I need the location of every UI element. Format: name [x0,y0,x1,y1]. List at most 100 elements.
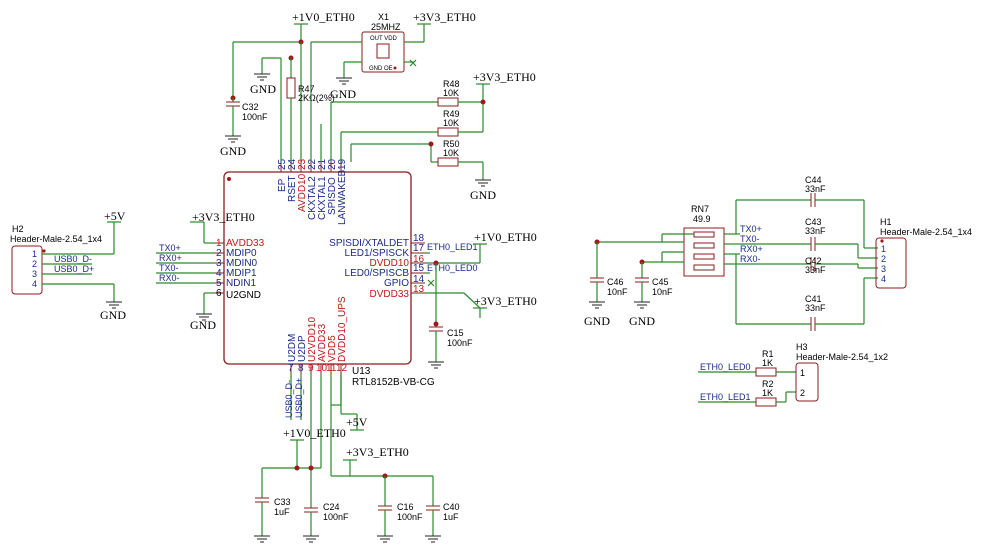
pin-name-led0: LED0/SPISCB [345,268,410,279]
pin-num-24: 24 [287,158,298,170]
c43-value: 33nF [805,226,826,236]
no-connect-gpio [427,279,435,287]
pin-name-dvdd10-ups: DVDD10_UPS [337,296,348,362]
pin-name-ndin1: NDIN1 [226,278,256,289]
header-h2[interactable]: H2 Header-Male-2.54_1x4 1 2 3 4 USB0_D- … [10,209,126,322]
net-led0-h3: ETH0_LED0 [700,362,751,372]
header-h1[interactable]: H1 Header-Male-2.54_1x4 1 2 3 4 [875,217,972,289]
pin-num-10: 10 [316,363,328,374]
pin-name-ckxtal1: CKXTAL1 [317,176,328,220]
net-rx-n-left: RX0- [159,273,180,283]
pin-num-2: 2 [216,248,222,259]
pin-num-12: 12 [336,363,348,374]
h2-pin-4: 4 [32,279,37,289]
h3-ref: H3 [796,342,808,352]
ic-part: RTL8152B-VB-CG [352,377,435,388]
gnd-crystal: GND [330,87,356,101]
power-label-5v-h2: +5V [104,209,126,223]
h1-pin-1: 1 [881,244,886,254]
h2-ref: H2 [12,224,24,234]
r1-ref: R1 [762,349,774,359]
crystal-ref: X1 [378,12,389,22]
c43-ref: C43 [805,217,822,227]
net-usb-dm-h2: USB0_D- [54,254,92,264]
net-rx-p-left: RX0+ [159,253,182,263]
r2-value: 1K [762,388,773,398]
pin-name-spisdo: SPISDO [327,177,338,215]
c32-value: 100nF [242,112,268,122]
c15-ref: C15 [447,328,464,338]
pin-num-1: 1 [216,238,222,249]
net-tx-n-left: TX0- [159,263,179,273]
net-usb-dm-ic: USB0_D- [284,380,294,418]
net-led1-ic: ETH0_LED1 [427,242,478,252]
pin-num-9: 9 [308,363,314,374]
ic-right-pins: SPISDI/XTALDET 18 LED1/SPISCK 17 DVDD10 … [329,233,425,300]
r48-value: 10K [443,88,459,98]
right-ic-network: ETH0_LED1 ETH0_LED0 +1V0_ETH0 +3V3_ETH0 … [425,230,537,369]
pin-name-u2gnd: U2GND [226,290,261,301]
pin-name-u2dp: U2DP [297,335,308,362]
pin-num-23: 23 [297,158,308,170]
ic-u13[interactable]: U13 RTL8152B-VB-CG [223,171,435,388]
c16-value: 100nF [397,512,423,522]
c32-ref: C32 [242,102,259,112]
gnd-c45: GND [629,314,655,328]
r1-value: 1K [762,358,773,368]
r50-ref: R50 [443,139,460,149]
pin-num-18: 18 [413,233,425,244]
power-label-3v3-left: +3V3_ETH0 [192,210,255,224]
h1-pin-2: 2 [881,254,886,264]
pin-name-spisdi: SPISDI/XTALDET [329,238,409,249]
net-led0-ic: ETH0_LED0 [427,263,478,273]
pin-name-vdd5: VDD5 [327,335,338,362]
pin-name-mdip1: MDIP1 [226,268,257,279]
pin-name-u2dm: U2DM [287,334,298,362]
r50-value: 10K [443,148,459,158]
left-network: +3V3_ETH0 TX0+ RX0+ TX0- RX0- GND [156,210,255,332]
net-tx-p-right: TX0+ [740,224,762,234]
net-led1-h3: ETH0_LED1 [700,392,751,402]
rn7-value: 49.9 [693,214,711,224]
r47-value: 2KΩ(2%) [298,93,335,103]
pin-name-gpio: GPIO [384,278,409,289]
ic-bottom-pins: U2DM 7 U2DP 8 U2VDD10 9 AVDD33 10 VDD5 1… [287,296,348,374]
pin-num-16: 16 [413,254,425,265]
c42-value: 33nF [805,265,826,275]
h2-part: Header-Male-2.54_1x4 [10,234,102,244]
pin-num-6: 6 [216,288,222,299]
c44-value: 33nF [805,184,826,194]
h3-pin-1: 1 [800,368,805,378]
gnd-c46: GND [584,314,610,328]
r48-ref: R48 [443,79,460,89]
h1-ref: H1 [880,217,892,227]
pin-name-mdin0: MDIN0 [226,258,258,269]
no-connect-mark [409,59,417,67]
power-label-1v0-top: +1V0_ETH0 [292,10,355,24]
h3-pin-2: 2 [800,388,805,398]
pin-num-8: 8 [298,363,304,374]
pin-num-4: 4 [216,268,222,279]
gnd-h2: GND [100,308,126,322]
power-label-3v3-bottom: +3V3_ETH0 [346,445,409,459]
c41-ref: C41 [805,294,822,304]
gnd-ep: GND [250,82,276,96]
c45-ref: C45 [652,277,669,287]
h1-part: Header-Male-2.54_1x4 [880,227,972,237]
pin-name-u2vdd10: U2VDD10 [307,317,318,362]
power-label-3v3-right: +3V3_ETH0 [474,294,537,308]
c46-value: 10nF [607,287,628,297]
r47-ref: R47 [298,84,315,94]
c24-ref: C24 [323,502,340,512]
h1-pin-3: 3 [881,264,886,274]
ic-left-pins: 1 AVDD33 2 MDIP0 3 MDIN0 4 MDIP1 5 NDIN1… [214,238,265,301]
header-h3[interactable]: H3 Header-Male-2.54_1x2 1 2 [795,342,888,402]
h3-part: Header-Male-2.54_1x2 [796,352,888,362]
pin-name-avdd33-left: AVDD33 [226,238,265,249]
pin-num-19: 19 [337,158,348,170]
net-rx-n-right: RX0- [740,254,761,264]
pin-num-17: 17 [413,243,425,254]
c33-ref: C33 [274,497,291,507]
pin-name-avdd10: AVDD10 [297,173,308,212]
c45-value: 10nF [652,287,673,297]
